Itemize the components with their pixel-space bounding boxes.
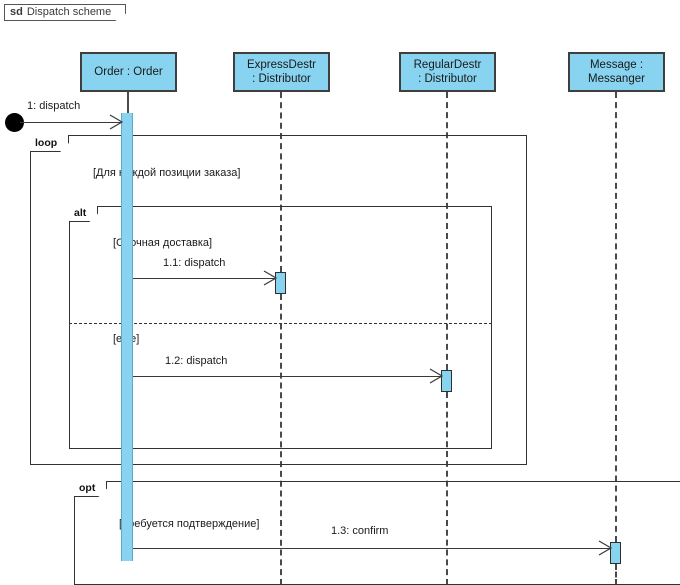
fragment-alt-separator <box>69 323 492 324</box>
diagram-frame-label: sd Dispatch scheme <box>4 4 126 21</box>
lifeline-label-regular-line2: : Distributor <box>418 73 477 85</box>
arrowhead-dispatch-express <box>262 270 278 286</box>
message-label-dispatch-regular: 1.2: dispatch <box>165 355 228 367</box>
message-label-confirm-messenger: 1.3: confirm <box>331 525 389 537</box>
lifeline-head-messenger[interactable]: Message : Messanger <box>568 52 665 92</box>
fragment-loop-guard: [Для каждой позиции заказа] <box>93 167 241 179</box>
lifeline-stem-express-lower <box>280 294 282 585</box>
lifeline-stem-messenger-upper <box>615 92 617 542</box>
lifeline-head-order[interactable]: Order : Order <box>80 52 177 92</box>
arrowhead-dispatch-root <box>108 114 124 130</box>
diagram-title: Dispatch scheme <box>26 6 112 18</box>
message-line-dispatch-regular[interactable] <box>133 376 441 377</box>
fragment-alt-guard-1: [Срочная доставка] <box>113 237 213 249</box>
lifeline-stem-regular-lower <box>446 392 448 585</box>
activation-bar-order-2 <box>121 158 133 561</box>
lifeline-label-express-line1: ExpressDestr <box>246 58 317 71</box>
message-label-dispatch-root: 1: dispatch <box>27 100 81 112</box>
lifeline-label-messenger-line1: Message : <box>589 58 644 71</box>
lifeline-head-regular[interactable]: RegularDestr : Distributor <box>399 52 496 92</box>
lifeline-label-order-line1: Order : Order <box>94 65 163 78</box>
arrowhead-confirm-messenger <box>597 540 613 556</box>
message-label-dispatch-express: 1.1: dispatch <box>163 257 226 269</box>
lifeline-stem-regular-upper <box>446 92 448 370</box>
message-line-dispatch-root[interactable] <box>20 122 121 123</box>
found-message-start-dot <box>5 113 24 132</box>
activation-bar-express <box>275 272 286 294</box>
lifeline-stem-express-upper <box>280 92 282 272</box>
lifeline-label-regular-line1: RegularDestr <box>413 58 482 71</box>
lifeline-label-messenger-line2: Messanger <box>588 73 645 85</box>
message-line-dispatch-express[interactable] <box>133 278 275 279</box>
activation-bar-order-1 <box>121 113 133 158</box>
lifeline-head-express[interactable]: ExpressDestr : Distributor <box>233 52 330 92</box>
fragment-loop <box>30 135 527 465</box>
message-line-confirm-messenger[interactable] <box>133 548 610 549</box>
lifeline-stem-messenger-lower <box>615 564 617 585</box>
arrowhead-dispatch-regular <box>428 368 444 384</box>
fragment-opt-guard: [Требуется подтверждение] <box>119 518 260 530</box>
diagram-kind-keyword: sd <box>10 6 23 18</box>
lifeline-stem-order <box>127 92 129 120</box>
activation-bar-messenger <box>610 542 621 564</box>
lifeline-label-express-line2: : Distributor <box>252 73 311 85</box>
activation-bar-regular <box>441 370 452 392</box>
fragment-alt <box>69 206 492 449</box>
